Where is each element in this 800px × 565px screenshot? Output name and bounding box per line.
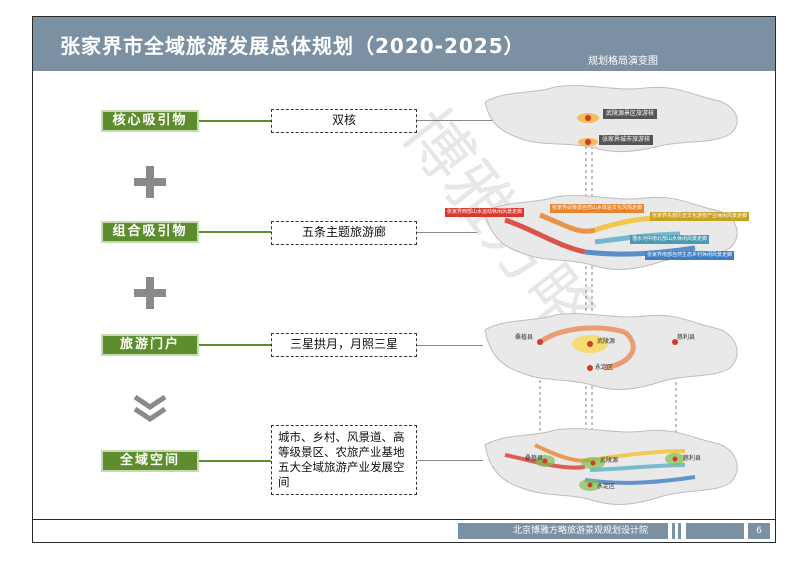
page-number: 6 xyxy=(748,523,770,539)
level-content-core: 双核 xyxy=(271,109,417,133)
place-label: 永定区 xyxy=(597,483,616,490)
level-content-combo: 五条主题旅游廊 xyxy=(271,221,417,245)
page-title: 张家界市全域旅游发展总体规划（2020-2025） xyxy=(60,34,525,58)
footer-org: 北京博雅方略旅游景观规划设计院 xyxy=(458,523,668,539)
level-label-gateway: 旅游门户 xyxy=(101,334,199,356)
footer-block xyxy=(686,523,744,539)
corridor-label: 张家界东部历史文化游览产业休闲风景走廊 xyxy=(650,212,750,221)
header-bar xyxy=(33,17,775,71)
corridor-label: 张家界武陵源自然山水体验文化风情走廊 xyxy=(550,204,645,213)
level-label-core: 核心吸引物 xyxy=(101,110,199,132)
chevron-down-icon xyxy=(133,394,167,423)
connector xyxy=(199,120,271,122)
footer-tick xyxy=(672,523,675,539)
level-content-fullspace: 城市、乡村、风景道、高等级景区、农旅产业基地五大全域旅游产业发展空间 xyxy=(271,425,417,495)
connector xyxy=(417,345,483,346)
map-label: 张家界城市旅游核 xyxy=(599,135,654,145)
place-label: 武陵源 xyxy=(600,457,619,464)
connector xyxy=(417,232,477,233)
place-label: 桑植县 xyxy=(525,455,544,462)
level-label-combo: 组合吸引物 xyxy=(101,221,199,243)
gateway-label: 慈利县 xyxy=(677,334,696,341)
map-label: 武陵源景区旅游核 xyxy=(603,109,658,119)
corridor-label: 张家界西部山水运动休闲风景走廊 xyxy=(445,208,525,217)
connector xyxy=(199,231,271,233)
map-fullspace: 桑植县 武陵源 慈利县 永定区 xyxy=(445,425,765,510)
gateway-label: 永定区 xyxy=(595,364,614,371)
map-core: 武陵源景区旅游核 张家界城市旅游核 xyxy=(445,82,765,157)
plus-icon xyxy=(134,166,166,198)
level-content-gateway: 三星拱月，月照三星 xyxy=(271,333,417,357)
page-subtitle: 规划格局演变图 xyxy=(588,56,658,67)
map-gateways: 桑植县 武陵源 慈利县 永定区 xyxy=(445,310,765,395)
plus-icon xyxy=(134,277,166,309)
corridor-label: 张家界南部自然生态乡村休闲风景走廊 xyxy=(645,251,735,260)
connector xyxy=(417,120,495,121)
footer-divider xyxy=(33,519,775,520)
map-corridors: 张家界西部山水运动休闲风景走廊 张家界武陵源自然山水体验文化风情走廊 张家界东部… xyxy=(445,190,765,275)
connector xyxy=(199,344,271,346)
gateway-label: 武陵源 xyxy=(597,338,616,345)
gateway-label: 桑植县 xyxy=(515,334,534,341)
level-label-fullspace: 全域空间 xyxy=(101,450,199,472)
footer-tick xyxy=(678,523,681,539)
connector xyxy=(199,460,271,462)
corridor-label: 澧水河中南北部山水休闲风景走廊 xyxy=(630,235,710,244)
connector xyxy=(417,460,483,461)
place-label: 慈利县 xyxy=(683,455,702,462)
